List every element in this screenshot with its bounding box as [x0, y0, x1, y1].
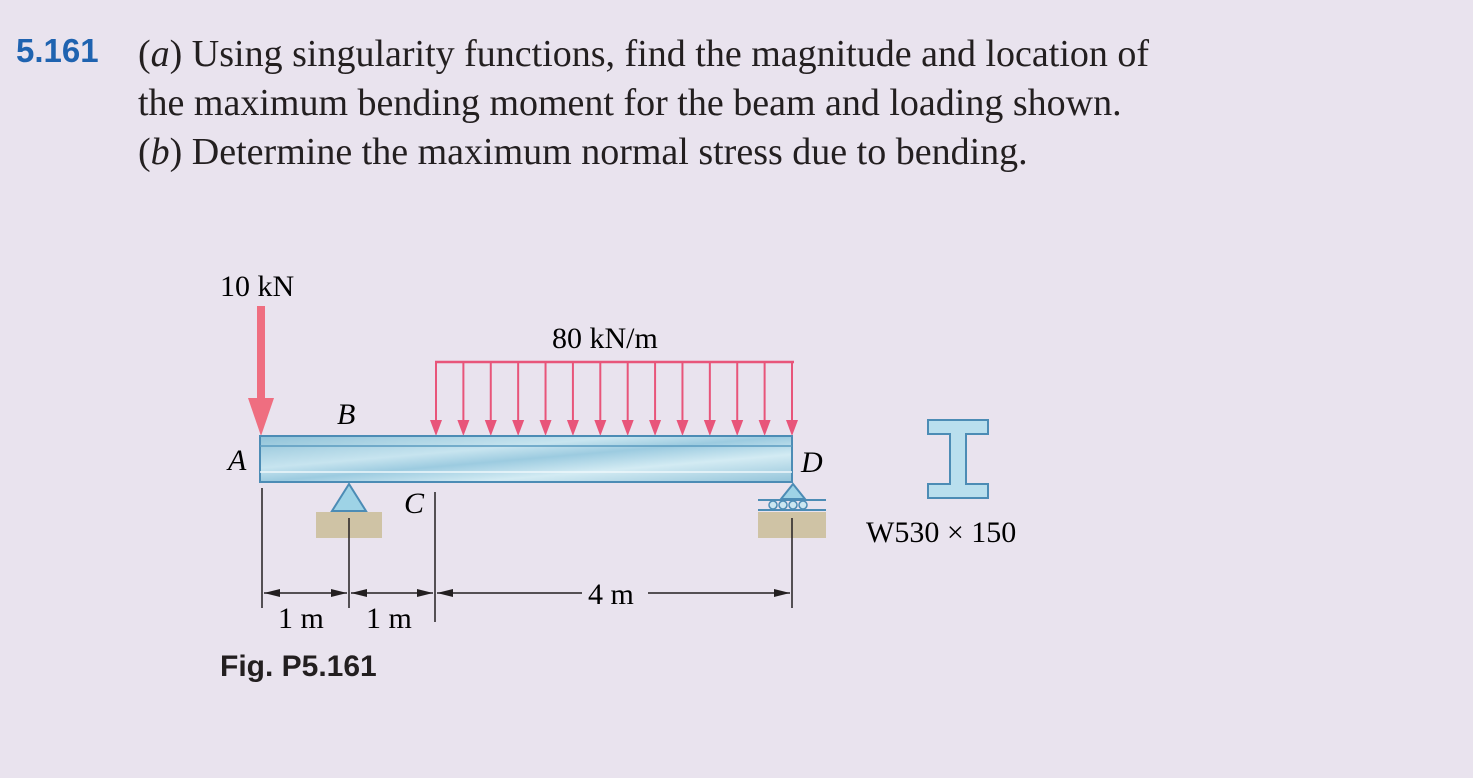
- distributed-load-arrow-head: [731, 420, 744, 436]
- distributed-load-arrow-head: [566, 420, 579, 436]
- point-d-label: D: [800, 446, 823, 479]
- dimension-cd-label: 4 m: [588, 578, 634, 611]
- distributed-load-label: 80 kN/m: [552, 322, 658, 355]
- figure-caption: Fig. P5.161: [220, 650, 377, 683]
- distributed-load-arrow-head: [457, 420, 470, 436]
- distributed-load-arrow-head: [512, 420, 525, 436]
- distributed-load-arrow-head: [539, 420, 552, 436]
- distributed-load-arrow-head: [430, 420, 442, 436]
- distributed-load-arrow-head: [594, 420, 607, 436]
- problem-line-1: (a) Using singularity functions, find th…: [138, 33, 1150, 75]
- distributed-load-arrow-head: [484, 420, 497, 436]
- distributed-load-arrow-head: [676, 420, 689, 436]
- dimension-ab-label: 1 m: [278, 602, 324, 635]
- section-designation-label: W530 × 150: [866, 516, 1016, 549]
- beam: [259, 435, 793, 483]
- point-load-label: 10 kN: [220, 270, 294, 303]
- point-a-label: A: [226, 444, 247, 477]
- problem-number: 5.161: [16, 32, 99, 69]
- point-load-arrow: [248, 306, 274, 436]
- distributed-load-arrow-head: [758, 420, 771, 436]
- part-a-label: a: [150, 33, 170, 75]
- point-c-label: C: [404, 487, 425, 520]
- problem-statement: (a) Using singularity functions, find th…: [138, 30, 1149, 177]
- point-b-label: B: [337, 398, 355, 431]
- distributed-load-arrow-head: [786, 420, 798, 436]
- part-b-label: b: [150, 131, 170, 173]
- problem-line-3: (b) Determine the maximum normal stress …: [138, 131, 1028, 173]
- wide-flange-section-icon: [927, 419, 989, 499]
- distributed-load-arrows: [430, 362, 798, 436]
- problem-line-2: the maximum bending moment for the beam …: [138, 82, 1122, 124]
- dimension-bc-label: 1 m: [366, 602, 412, 635]
- distributed-load-arrow-head: [649, 420, 662, 436]
- distributed-load-arrow-head: [621, 420, 634, 436]
- distributed-load-arrow-head: [703, 420, 716, 436]
- dimension-extension-lines: [261, 488, 793, 622]
